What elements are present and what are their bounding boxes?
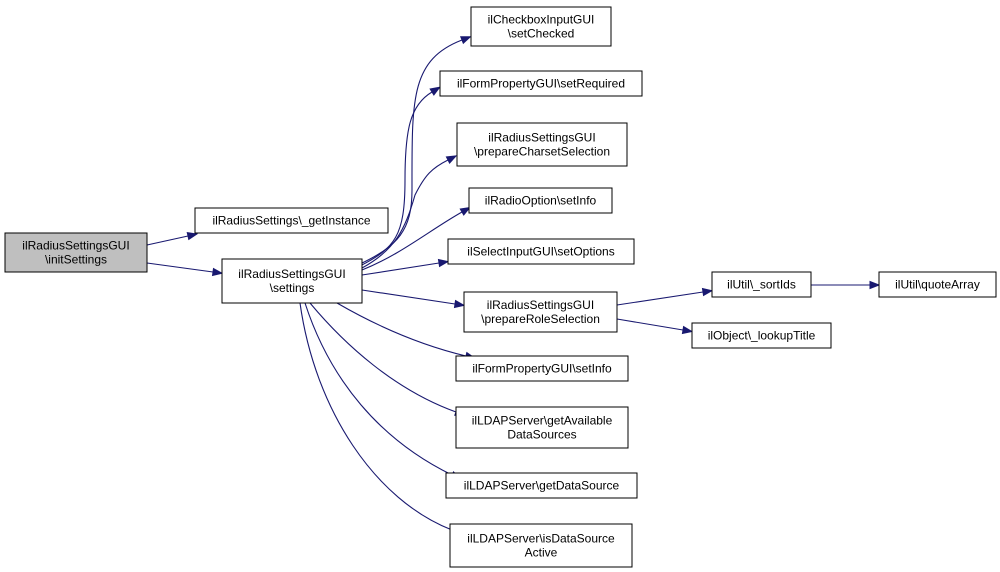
node-label: ilCheckboxInputGUI <box>488 13 595 27</box>
node-box[interactable] <box>447 238 635 265</box>
node-label: ilSelectInputGUI\setOptions <box>467 245 614 259</box>
nodes-layer: ilRadiusSettingsGUI\initSettingsilRadius… <box>4 6 997 568</box>
node-quotearray[interactable]: ilUtil\quoteArray <box>878 271 997 298</box>
edge-settings-to-getdatasource <box>304 302 462 480</box>
edge-settings-to-charset <box>361 155 458 269</box>
node-label: ilLDAPServer\getAvailable <box>472 414 613 428</box>
node-charset[interactable]: ilRadiusSettingsGUI\prepareCharsetSelect… <box>456 122 628 167</box>
edge-settings-to-available <box>309 302 466 416</box>
edge-settings-to-isactive <box>299 302 462 534</box>
node-box[interactable] <box>221 258 363 304</box>
node-label: \initSettings <box>45 253 107 267</box>
node-setoptions[interactable]: ilSelectInputGUI\setOptions <box>447 238 635 265</box>
arrowhead <box>869 280 881 290</box>
edge-sortids-to-quotearray <box>811 280 881 290</box>
arrowhead <box>681 325 694 335</box>
node-box[interactable] <box>456 122 628 167</box>
node-label: ilRadiusSettingsGUI <box>488 131 595 145</box>
edge-line <box>361 211 463 271</box>
node-label: \settings <box>270 281 315 295</box>
node-box[interactable] <box>455 406 629 449</box>
edge-root-to-settings <box>146 262 224 277</box>
node-box[interactable] <box>468 187 613 214</box>
node-root[interactable]: ilRadiusSettingsGUI\initSettings <box>4 232 148 273</box>
edge-root-to-getinstance <box>146 231 199 246</box>
edge-line <box>299 302 453 531</box>
arrowhead <box>459 206 472 216</box>
node-box[interactable] <box>4 232 148 273</box>
node-label: ilFormPropertyGUI\setRequired <box>457 77 625 91</box>
arrowhead <box>186 231 199 241</box>
node-setrequired[interactable]: ilFormPropertyGUI\setRequired <box>439 70 643 97</box>
node-radioinfo[interactable]: ilRadioOption\setInfo <box>468 187 613 214</box>
node-box[interactable] <box>691 322 832 349</box>
node-getinstance[interactable]: ilRadiusSettings\_getInstance <box>194 207 389 234</box>
edge-line <box>361 262 440 276</box>
edge-line <box>359 91 433 267</box>
edge-settings-to-radioinfo <box>361 206 472 271</box>
edge-settings-to-setoptions <box>361 258 450 276</box>
node-label: Active <box>525 546 558 560</box>
edge-line <box>361 159 449 269</box>
node-box[interactable] <box>711 271 812 298</box>
node-setchecked[interactable]: ilCheckboxInputGUI\setChecked <box>470 6 612 47</box>
edge-settings-to-setrequired <box>359 86 441 267</box>
node-label: ilUtil\_sortIds <box>727 278 796 292</box>
node-lookuptitle[interactable]: ilObject\_lookupTitle <box>691 322 832 349</box>
edge-line <box>146 262 214 273</box>
node-label: ilUtil\quoteArray <box>895 278 980 292</box>
node-box[interactable] <box>878 271 997 298</box>
node-roleselection[interactable]: ilRadiusSettingsGUI\prepareRoleSelection <box>463 291 618 333</box>
node-box[interactable] <box>194 207 389 234</box>
node-label: DataSources <box>507 428 576 442</box>
node-label: ilLDAPServer\isDataSource <box>467 532 615 546</box>
node-sortids[interactable]: ilUtil\_sortIds <box>711 271 812 298</box>
node-label: ilFormPropertyGUI\setInfo <box>472 362 612 376</box>
arrowhead <box>211 267 224 277</box>
node-box[interactable] <box>455 355 629 382</box>
edge-line <box>361 289 456 305</box>
edge-line <box>146 235 189 246</box>
node-label: ilRadiusSettingsGUI <box>22 239 129 253</box>
edge-roleselection-to-sortids <box>616 287 714 306</box>
node-label: \prepareRoleSelection <box>481 312 600 326</box>
node-label: ilRadiusSettingsGUI <box>238 267 345 281</box>
node-label: ilRadioOption\setInfo <box>485 194 597 208</box>
node-label: ilRadiusSettingsGUI <box>487 298 594 312</box>
node-forminfo[interactable]: ilFormPropertyGUI\setInfo <box>455 355 629 382</box>
node-label: ilObject\_lookupTitle <box>708 329 816 343</box>
node-label: ilRadiusSettings\_getInstance <box>212 214 370 228</box>
arrowhead <box>429 86 441 96</box>
edge-line <box>336 302 467 357</box>
edge-line <box>304 302 453 476</box>
node-label: \prepareCharsetSelection <box>474 145 610 159</box>
node-box[interactable] <box>463 291 618 333</box>
edge-line <box>616 318 684 331</box>
node-label: ilLDAPServer\getDataSource <box>464 479 620 493</box>
edge-line <box>309 302 457 413</box>
node-box[interactable] <box>439 70 643 97</box>
arrowhead <box>701 287 714 297</box>
node-label: \setChecked <box>508 27 575 41</box>
edge-settings-to-roleselection <box>361 289 466 309</box>
arrowhead <box>437 258 450 268</box>
edge-settings-to-forminfo <box>336 302 477 360</box>
edge-roleselection-to-lookuptitle <box>616 318 694 335</box>
node-box[interactable] <box>445 472 638 499</box>
node-getdatasource[interactable]: ilLDAPServer\getDataSource <box>445 472 638 499</box>
arrowhead <box>459 36 472 45</box>
edge-line <box>616 291 704 306</box>
arrowhead <box>445 155 458 164</box>
node-settings[interactable]: ilRadiusSettingsGUI\settings <box>221 258 363 304</box>
node-box[interactable] <box>470 6 612 47</box>
arrowhead <box>453 299 466 309</box>
node-box[interactable] <box>449 523 633 568</box>
